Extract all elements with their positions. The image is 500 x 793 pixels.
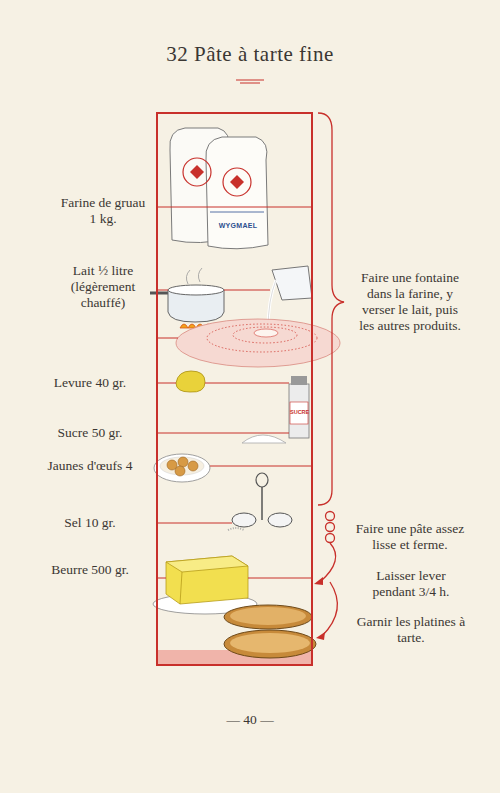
step-note: Faire une pâte assez lisse et ferme. (346, 521, 474, 553)
ingredient-label: Sucre 50 gr. (35, 425, 145, 441)
ingredient-label: Sel 10 gr. (35, 515, 145, 531)
title-ornament (236, 80, 264, 83)
ingredient-column (157, 113, 312, 665)
flour-fountain (176, 319, 340, 367)
butter (153, 556, 257, 614)
page-number: — 40 — (200, 712, 300, 728)
step-note: Faire une fontaine dans la farine, y ver… (356, 270, 464, 334)
egg-yolks (154, 454, 210, 482)
ingredient-label: Beurre 500 gr. (35, 562, 145, 578)
page-title: 32 Pâte à tarte fine (0, 46, 500, 62)
step-note: Garnir les platines à tarte. (350, 614, 472, 646)
ingredient-leaders (157, 207, 312, 578)
ingredient-label: Jaunes d'œufs 4 (28, 458, 152, 474)
yeast (176, 371, 205, 392)
arrow-heads (314, 577, 325, 640)
tart-tins (224, 605, 316, 658)
step-brackets (318, 113, 344, 636)
jar-label: SUCRE (290, 409, 308, 415)
ingredient-label: Farine de gruau 1 kg. (58, 195, 148, 227)
salt-cruet (228, 473, 292, 530)
flour-bags (170, 128, 268, 249)
bag-brand: WYGMAEL (210, 222, 266, 230)
step-note: Laisser lever pendant 3/4 h. (356, 568, 466, 600)
ingredient-label: Levure 40 gr. (35, 375, 145, 391)
ingredient-label: Lait ½ litre (légèrement chauffé) (55, 263, 151, 311)
milk-pot (150, 268, 224, 328)
